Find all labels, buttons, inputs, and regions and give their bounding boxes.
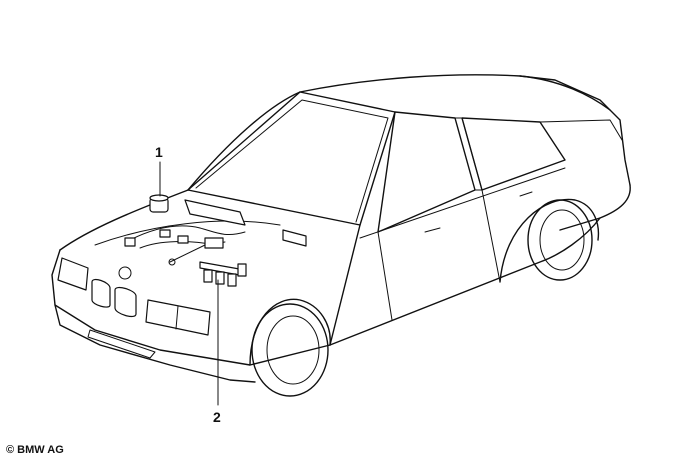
control-module — [282, 229, 307, 247]
rear-side-window — [461, 117, 566, 191]
door-handle-front — [424, 227, 441, 233]
roof-outline — [187, 74, 611, 191]
front-wheel-rim — [266, 315, 320, 385]
callout-2-label: 2 — [213, 409, 221, 425]
front-fascia — [51, 249, 331, 366]
front-side-window — [377, 111, 476, 233]
b-pillar — [454, 117, 483, 191]
rear-wheel-arch — [499, 198, 600, 283]
windshield-inner — [195, 99, 389, 223]
rear-deck — [519, 75, 631, 186]
side-crease — [359, 167, 566, 239]
kidney-grille-left — [91, 278, 111, 308]
bumper-strip — [87, 329, 156, 359]
rear-wheel — [527, 199, 593, 281]
door-line-front — [377, 231, 393, 321]
door-handle-rear — [519, 191, 533, 197]
right-headlight — [145, 299, 211, 336]
rear-wheel-rim — [539, 209, 585, 271]
callout-1-label: 1 — [155, 144, 163, 160]
hood-center-line — [94, 220, 281, 246]
right-headlight-divider — [175, 305, 179, 330]
wiring-harness — [124, 199, 246, 266]
body-side — [329, 217, 601, 346]
front-wheel — [251, 303, 329, 397]
injector-wiring-harness — [199, 261, 247, 287]
copyright-notice: © BMW AG — [6, 444, 64, 456]
kidney-grille-right — [114, 286, 137, 318]
front-bumper — [54, 304, 256, 383]
door-line-rear — [481, 189, 501, 283]
trunk-line — [539, 119, 623, 141]
engine-wiring-connector — [149, 194, 169, 213]
bmw-badge — [118, 266, 132, 280]
left-headlight — [57, 257, 89, 291]
windshield — [187, 91, 396, 226]
hood-outline — [59, 189, 361, 346]
